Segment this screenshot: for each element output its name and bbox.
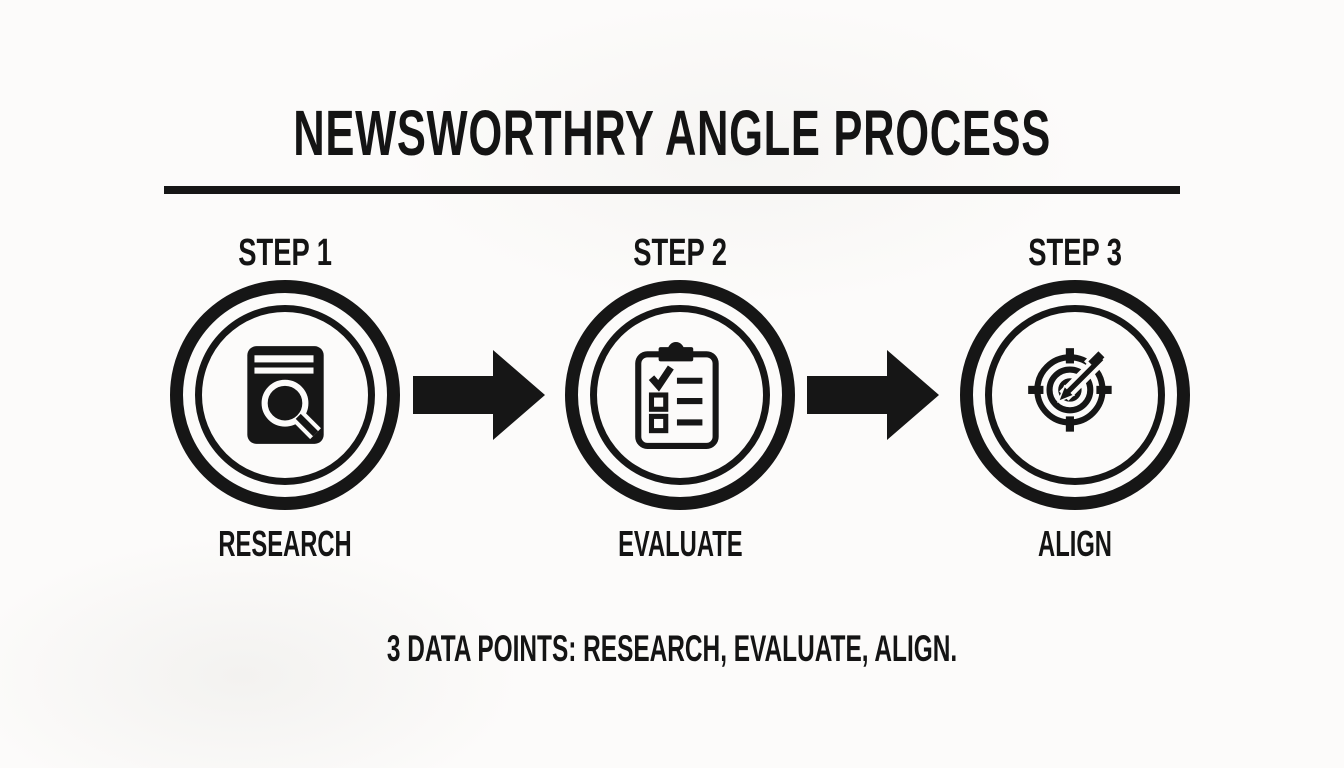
page-title: NEWSWORTHRY ANGLE PROCESS bbox=[293, 97, 1051, 169]
arrow-right-icon bbox=[807, 350, 939, 440]
step-circle bbox=[960, 280, 1190, 510]
step-column-align: STEP 3 ALIGN bbox=[915, 234, 1235, 562]
step-name-label: ALIGN bbox=[1038, 523, 1112, 564]
step-label: STEP 1 bbox=[238, 232, 332, 274]
checklist-clipboard-icon bbox=[635, 342, 719, 449]
footer-caption: 3 DATA POINTS: RESEARCH, EVALUATE, ALIGN… bbox=[386, 628, 958, 669]
step-circle bbox=[565, 280, 795, 510]
step-name-label: EVALUATE bbox=[617, 523, 743, 564]
title-underline bbox=[164, 186, 1180, 194]
step-name-label: RESEARCH bbox=[218, 523, 352, 564]
step-circle bbox=[170, 280, 400, 510]
document-magnifier-icon bbox=[247, 346, 324, 444]
target-arrow-icon bbox=[1028, 347, 1112, 432]
step-column-research: STEP 1 RESEARCH bbox=[125, 234, 445, 562]
step-label: STEP 3 bbox=[1028, 232, 1122, 274]
arrow-right-icon bbox=[413, 350, 545, 440]
step-column-evaluate: STEP 2 EVALUATE bbox=[520, 234, 840, 562]
step-label: STEP 2 bbox=[633, 232, 727, 274]
